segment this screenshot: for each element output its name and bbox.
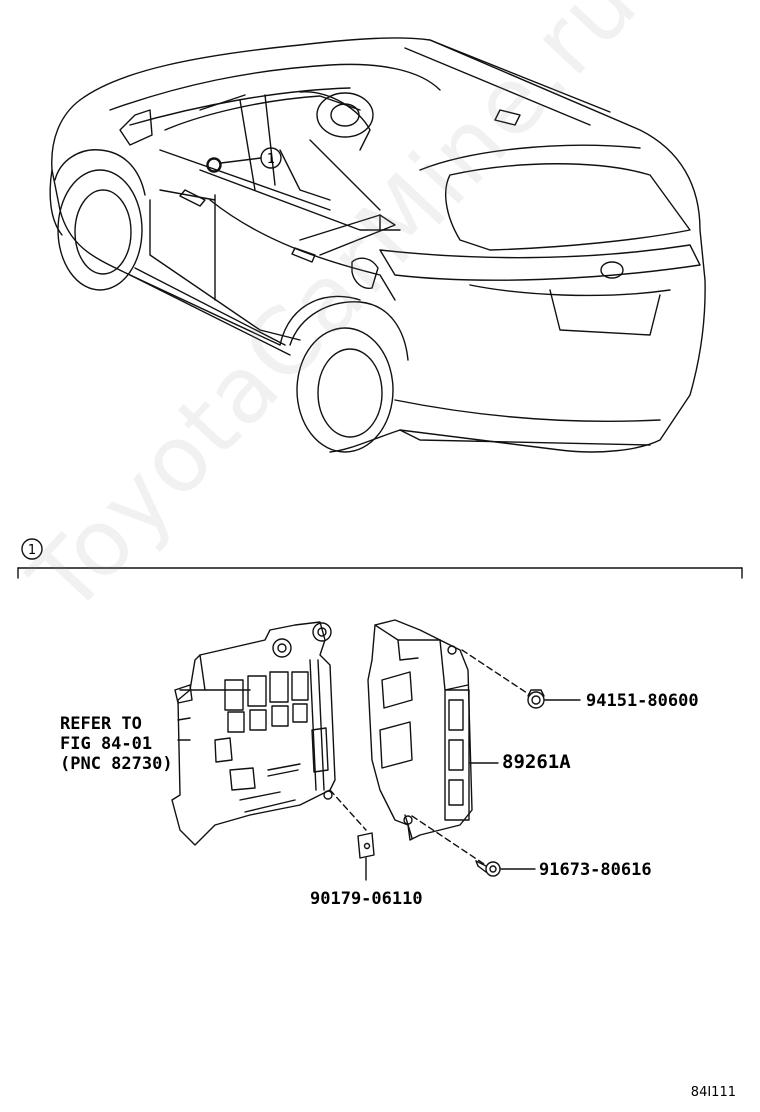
nut-hardware bbox=[527, 689, 545, 709]
module-drawing bbox=[367, 619, 473, 841]
part-number-module: 89261A bbox=[502, 751, 571, 773]
refer-note-line2: FIG 84-01 bbox=[60, 734, 153, 754]
section-marker-number: 1 bbox=[28, 543, 36, 558]
vehicle-callout bbox=[206, 147, 282, 173]
leader-lines bbox=[177, 649, 581, 881]
refer-note-line1: REFER TO bbox=[60, 714, 142, 734]
section-frame bbox=[17, 538, 743, 579]
part-number-clip: 90179-06110 bbox=[310, 889, 423, 909]
refer-note-line3: (PNC 82730) bbox=[60, 754, 173, 774]
junction-block-drawing bbox=[171, 621, 336, 846]
part-number-nut: 94151-80600 bbox=[586, 691, 699, 711]
bolt-hardware bbox=[475, 860, 501, 877]
vehicle-illustration bbox=[49, 37, 706, 453]
clip-hardware bbox=[357, 832, 375, 859]
vehicle-callout-number: 1 bbox=[267, 152, 275, 167]
figure-code: 84I111 bbox=[690, 1085, 736, 1100]
part-number-bolt: 91673-80616 bbox=[539, 860, 652, 880]
